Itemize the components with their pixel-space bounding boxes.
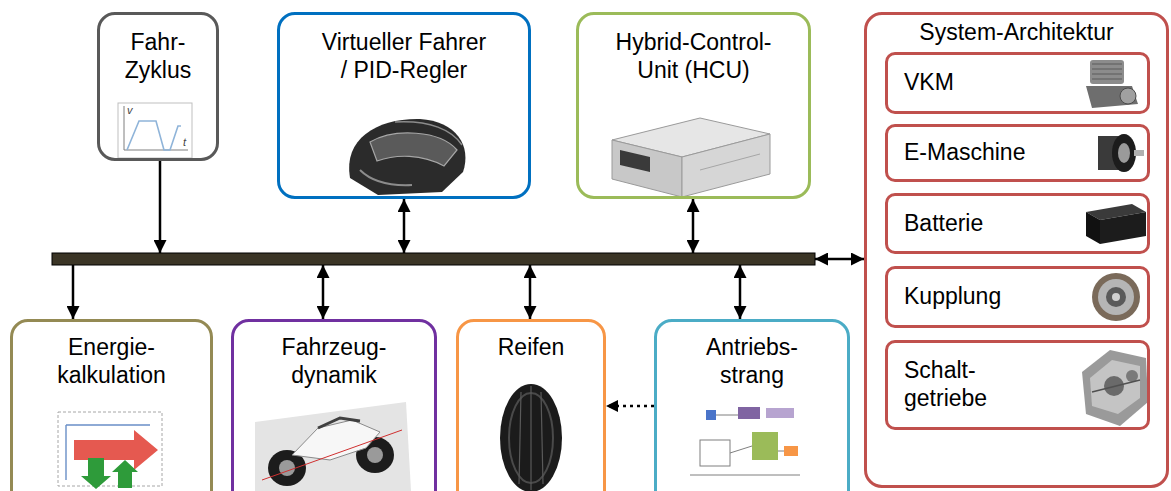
drivetrain-schematic [738,407,760,419]
motor-picture [1118,143,1130,163]
drivetrain-schematic [766,408,794,418]
control-unit-picture [682,134,770,197]
clutch-picture [1098,279,1134,315]
gearbox-picture [1082,350,1148,426]
helmet-picture [370,133,457,166]
module-box: Energie- kalkulation [10,319,213,491]
drivetrain-schematic [706,410,716,420]
box-label: Hybrid-Control- Unit (HCU) [604,29,784,84]
drivetrain-schematic [700,440,730,466]
energy-flow-picture [58,412,162,486]
box-label: System-Architektur [919,19,1113,47]
control-unit-box: Hybrid-Control- Unit (HCU) [576,12,811,199]
module-box: Fahrzeug- dynamik [231,319,437,491]
engine-picture [1086,86,1138,108]
box-label: Virtueller Fahrer / PID-Regler [318,29,490,84]
box-label: Fahr- Zyklus [108,29,208,84]
battery-picture [1086,212,1100,244]
component-box: VKM [885,52,1150,114]
bus-stub [529,265,532,319]
box-label: Fahrzeug- dynamik [264,334,404,389]
helmet-picture [349,119,465,195]
bus-stub [322,265,325,319]
tire-picture [500,384,562,491]
drivetrain-schematic [690,415,800,475]
component-box: Kupplung [885,266,1150,328]
energy-flow-picture [58,412,162,489]
helmet-picture [349,119,465,195]
controller-box: Virtueller Fahrer / PID-Regler [277,12,531,199]
box-label: Energie- kalkulation [42,334,182,389]
engine-picture [1092,64,1122,79]
clutch-picture [1092,273,1140,321]
control-unit-picture [700,154,760,170]
box-label: Reifen [498,334,564,362]
drivetrain-schematic [784,446,798,456]
box-label: Batterie [904,210,983,238]
tire-picture [519,386,543,490]
bus-stub [692,199,695,253]
bus-bar [52,253,815,265]
motor-picture [1098,134,1144,172]
battery-picture [1086,204,1146,244]
control-unit-picture [612,140,682,197]
box-label: E-Maschine [904,139,1025,167]
axis-label: v [127,104,133,116]
engine-picture [1090,60,1124,84]
component-box: Batterie [885,193,1150,254]
tire-picture [500,384,562,491]
bus-stub [159,161,162,253]
drive-cycle-chart [118,103,192,158]
box-label: Schalt- getriebe [904,357,1014,412]
bus-stub [739,265,742,319]
engine-picture [1086,60,1138,108]
box-label: Antriebs- strang [692,334,812,389]
motorcycle-picture [367,447,383,463]
battery-picture [1100,212,1146,244]
bus-stub [815,258,864,261]
motorcycle-picture [262,430,402,480]
motor-picture [1112,134,1136,172]
drive-cycle-chart [118,103,192,158]
drivetrain-schematic [690,407,800,475]
module-box: Reifen [456,319,606,491]
control-unit-picture [620,150,650,172]
helmet-picture [395,122,462,145]
component-box: E-Maschine [885,124,1150,182]
box-label: VKM [904,69,954,97]
dotted-arrow [606,405,654,408]
component-box: Schalt- getriebe [885,340,1150,430]
drivetrain-schematic [752,432,778,460]
engine-picture [1120,88,1136,104]
helmet-picture [360,170,412,185]
energy-flow-picture [74,430,158,470]
gearbox-picture [1090,360,1140,414]
energy-flow-picture [112,460,138,488]
clutch-picture [1112,293,1120,301]
energy-flow-picture [81,458,111,489]
architecture-panel: System-ArchitekturVKM E-MaschineBatterieK… [864,12,1169,488]
gearbox-picture [1082,350,1148,426]
axis-label: t [183,136,186,148]
clutch-picture [1092,273,1140,321]
clutch-picture [1106,287,1126,307]
gearbox-picture [1092,380,1140,392]
bus-stub [72,265,75,319]
drive-cycle-chart [127,121,181,150]
motorcycle-picture [318,418,360,428]
motor-picture [1134,150,1144,156]
input-box: Fahr- Zyklus [97,12,219,161]
motorcycle-picture [255,402,411,491]
drive-cycle-chart [124,106,188,150]
bus-stub [73,161,864,319]
motorcycle-picture [255,402,411,491]
box-label: Kupplung [904,283,1001,311]
bus-stub [403,199,406,253]
module-box: Antriebs- strang [654,319,850,491]
bus-bar [52,253,815,265]
control-unit-picture [612,118,770,197]
